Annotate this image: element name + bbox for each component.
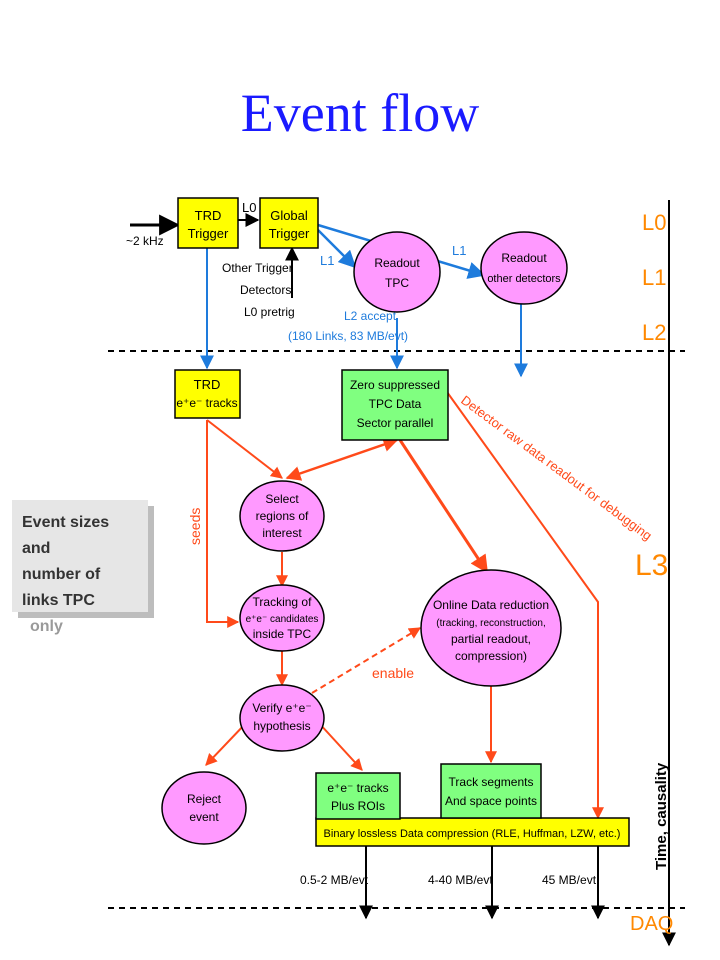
time-axis-label: Time, causality [653, 762, 670, 870]
other-trigger-line-1: Other Trigger [222, 261, 293, 275]
zero-suppressed-to-online-arrow [398, 439, 489, 574]
tracking-candidates-line-1: Tracking of [253, 595, 313, 609]
note-line-4: links TPC [22, 592, 95, 609]
online-reduction-line-1: Online Data reduction [433, 598, 549, 612]
level-l0-label: L0 [642, 210, 666, 235]
trd-trigger-box: TRD Trigger [177, 197, 239, 249]
track-segments-line-2: And space points [445, 794, 537, 808]
input-rate-label: ~2 kHz [126, 234, 164, 248]
note-line-1: Event sizes [22, 514, 110, 531]
level-daq-label: DAQ [630, 913, 673, 935]
output-rate-1: 0.5-2 MB/evt [300, 873, 369, 887]
note-overflow-text: only [30, 618, 63, 635]
online-reduction-line-2: (tracking, reconstruction, [436, 618, 546, 629]
l2-accept-line-1: L2 accept [344, 309, 397, 323]
ee-tracks-rois-line-1: e⁺e⁻ tracks [327, 781, 388, 795]
trd-tracks-box: TRD e⁺e⁻ tracks [174, 369, 241, 419]
select-roi-zero-suppressed-arrow [285, 437, 399, 481]
trd-trigger-line-1: TRD [195, 208, 222, 223]
enable-dashed-arrow [311, 627, 422, 694]
other-trigger-line-2: Detectors [240, 283, 291, 297]
note-line-2: and [22, 540, 51, 557]
trd-trigger-line-2: Trigger [188, 226, 229, 241]
tracking-candidates-line-3: inside TPC [253, 627, 312, 641]
select-roi-line-1: Select [265, 492, 299, 506]
reject-event-line-2: event [189, 810, 219, 824]
ee-tracks-rois-line-2: Plus ROIs [331, 799, 385, 813]
level-l1-label: L1 [642, 265, 666, 290]
event-sizes-note: Event sizes and number of links TPC [12, 500, 148, 612]
readout-other-line-2: other detectors [487, 273, 561, 285]
readout-tpc-node: Readout TPC [353, 231, 441, 313]
track-segments-line-1: Track segments [449, 775, 534, 789]
verify-hypothesis-node: Verify e⁺e⁻ hypothesis [239, 684, 325, 752]
verify-to-ee-tracks-arrow [317, 721, 363, 771]
seeds-path [206, 420, 240, 628]
trd-tracks-line-1: TRD [194, 377, 221, 392]
online-reduction-node: Online Data reduction (tracking, reconst… [420, 569, 562, 687]
level-l3-label: L3 [635, 549, 668, 582]
ee-tracks-rois-box: e⁺e⁻ tracks Plus ROIs [315, 772, 401, 820]
output-rate-3: 45 MB/evt [542, 873, 597, 887]
l0-small-label: L0 [242, 200, 256, 215]
page-title: Event flow [240, 83, 480, 143]
output-rate-2: 4-40 MB/evt [428, 873, 493, 887]
zero-suppressed-line-2: TPC Data [369, 397, 422, 411]
compression-bar-text: Binary lossless Data compression (RLE, H… [324, 828, 621, 840]
zero-suppressed-box: Zero suppressed TPC Data Sector parallel [341, 369, 449, 441]
seeds-label: seeds [187, 508, 203, 545]
reject-event-node: Reject event [161, 771, 247, 845]
l1-right-label: L1 [452, 243, 466, 258]
l2-accept-line-2: (180 Links, 83 MB/evt) [288, 329, 408, 343]
verify-hypothesis-line-1: Verify e⁺e⁻ [252, 701, 311, 715]
detector-raw-path [446, 391, 604, 820]
online-reduction-line-4: compression) [455, 649, 527, 663]
verify-hypothesis-line-2: hypothesis [253, 719, 310, 733]
readout-tpc-line-2: TPC [385, 276, 409, 290]
tracking-candidates-node: Tracking of e⁺e⁻ candidates inside TPC [239, 584, 325, 652]
zero-suppressed-line-3: Sector parallel [357, 416, 434, 430]
global-to-readout-tpc-arrow [317, 229, 357, 269]
select-roi-node: Select regions of interest [239, 480, 325, 552]
note-line-3: number of [22, 566, 101, 583]
readout-tpc-line-1: Readout [374, 256, 420, 270]
compression-bar: Binary lossless Data compression (RLE, H… [315, 817, 630, 847]
readout-other-line-1: Readout [501, 251, 547, 265]
zero-suppressed-line-1: Zero suppressed [350, 378, 440, 392]
select-roi-line-3: interest [262, 526, 302, 540]
select-roi-line-2: regions of [256, 509, 309, 523]
tracking-candidates-line-2: e⁺e⁻ candidates [246, 614, 319, 625]
global-trigger-box: Global Trigger [259, 197, 319, 249]
track-segments-box: Track segments And space points [440, 763, 542, 819]
global-trigger-line-2: Trigger [269, 226, 310, 241]
trd-tracks-line-2: e⁺e⁻ tracks [176, 396, 237, 410]
global-trigger-line-1: Global [270, 208, 308, 223]
online-reduction-line-3: partial readout, [451, 632, 531, 646]
detector-raw-label: Detector raw data readout for debugging [458, 392, 655, 543]
trd-tracks-to-select-roi-arrow [206, 419, 283, 479]
enable-label: enable [372, 665, 414, 681]
verify-to-reject-arrow [205, 721, 248, 766]
other-trigger-line-3: L0 pretrig [244, 305, 295, 319]
l1-left-label: L1 [320, 253, 334, 268]
reject-event-line-1: Reject [187, 792, 222, 806]
level-l2-label: L2 [642, 320, 666, 345]
readout-other-node: Readout other detectors [480, 231, 568, 305]
